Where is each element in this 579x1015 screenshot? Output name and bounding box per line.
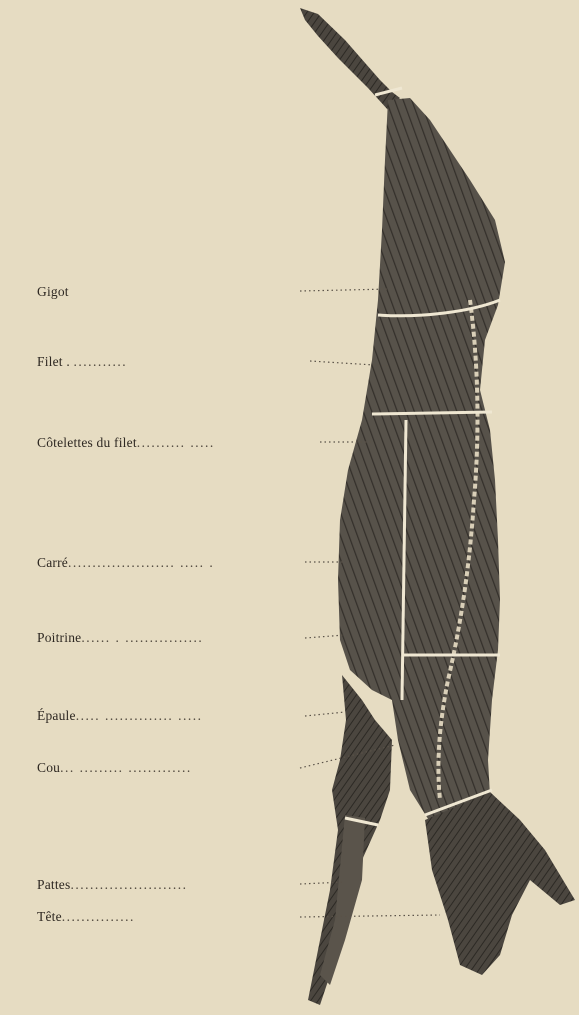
head-shape (425, 792, 575, 975)
label-epaule: Épaule..... .............. ..... (37, 709, 202, 723)
label-tete-text: Tête (37, 909, 62, 924)
label-gigot: Gigot (37, 285, 69, 299)
label-cotelettes-text: Côtelettes du filet (37, 435, 137, 450)
label-carre-text: Carré (37, 555, 68, 570)
label-tete: Tête............... (37, 910, 135, 924)
label-poitrine-text: Poitrine (37, 630, 81, 645)
label-cou: Cou... ......... ............. (37, 761, 192, 775)
label-filet-dots: ........... (73, 354, 127, 369)
label-pattes: Pattes........................ (37, 878, 187, 892)
label-poitrine: Poitrine...... . ................ (37, 631, 203, 645)
label-filet-text: Filet . (37, 354, 73, 369)
leader-tete (300, 915, 440, 917)
cut-line-filet (372, 412, 492, 414)
hind-leg-shape (300, 8, 400, 110)
label-pattes-dots: ........................ (70, 877, 187, 892)
label-epaule-dots: ..... .............. ..... (76, 708, 203, 723)
label-carre: Carré...................... ..... . (37, 556, 214, 570)
label-epaule-text: Épaule (37, 708, 76, 723)
label-cou-dots: ... ......... ............. (60, 760, 192, 775)
label-cotelettes-dots: .......... ..... (137, 435, 215, 450)
label-gigot-text: Gigot (37, 284, 69, 299)
label-carre-dots: ...................... ..... . (68, 555, 214, 570)
leader-poitrine (305, 635, 345, 638)
label-tete-dots: ............... (62, 909, 135, 924)
label-cou-text: Cou (37, 760, 60, 775)
leader-gigot (300, 289, 390, 291)
leader-epaule (305, 712, 345, 716)
label-pattes-text: Pattes (37, 877, 70, 892)
label-poitrine-dots: ...... . ................ (81, 630, 203, 645)
label-filet: Filet . ........... (37, 355, 127, 369)
label-cotelettes: Côtelettes du filet.......... ..... (37, 436, 215, 450)
